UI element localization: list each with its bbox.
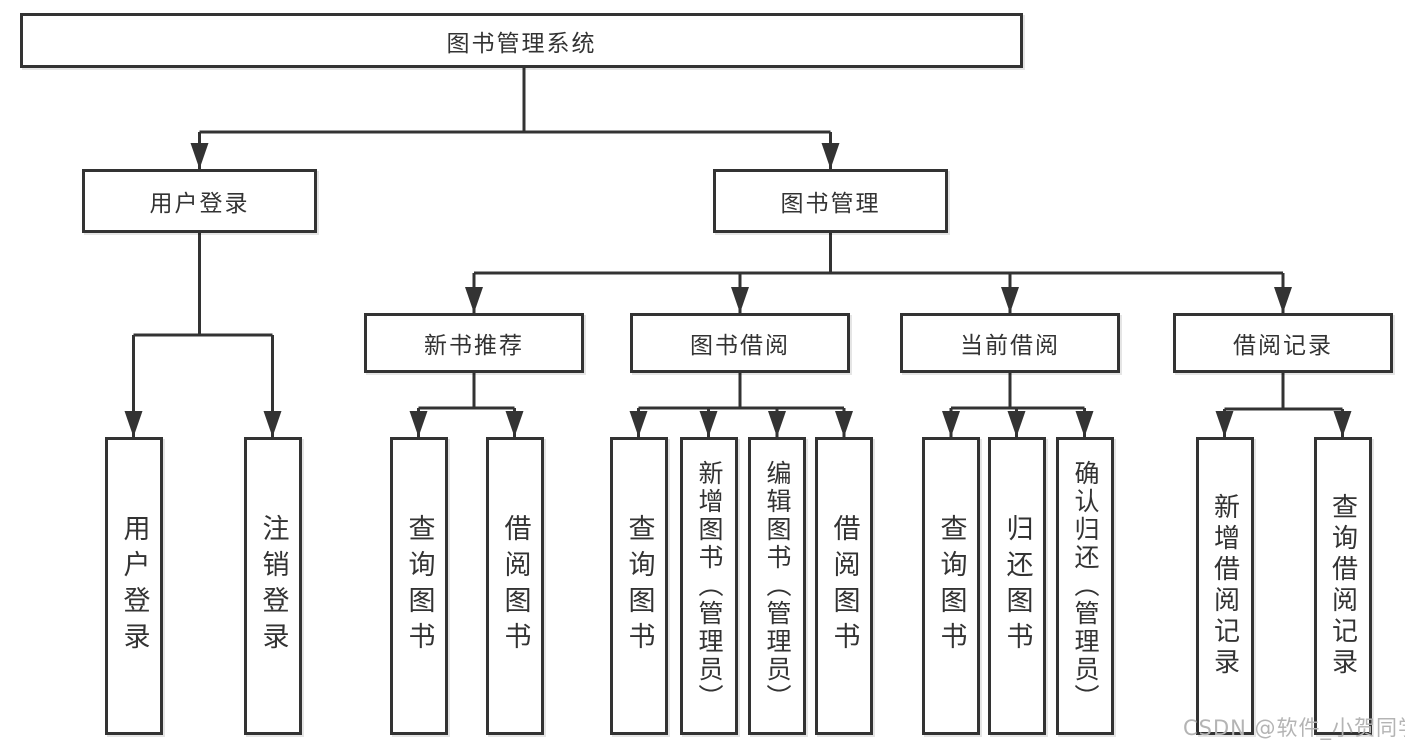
- node-borrow-records: 借阅记录: [1173, 313, 1393, 373]
- leaf-label: 确认归还（管理员）: [1071, 460, 1100, 712]
- node-book-management: 图书管理: [713, 169, 948, 233]
- arrow-down-icon: [1075, 411, 1094, 437]
- arrow-down-icon: [409, 411, 428, 437]
- node-book-borrow: 图书借阅: [630, 313, 850, 373]
- arrow-down-icon: [1215, 411, 1234, 437]
- arrowheads: [124, 143, 1352, 437]
- leaf-label: 查询图书: [623, 514, 655, 658]
- arrow-down-icon: [1274, 287, 1292, 313]
- node-label: 图书管理系统: [446, 30, 597, 57]
- leaf-query-book: 查询图书: [610, 437, 668, 735]
- node-label: 图书借阅: [690, 333, 790, 359]
- leaf-label: 借阅图书: [828, 514, 860, 658]
- arrow-down-icon: [768, 411, 786, 437]
- leaf-logout: 注销登录: [244, 437, 302, 735]
- leaf-label: 查询图书: [403, 514, 435, 658]
- node-label: 借阅记录: [1233, 333, 1333, 359]
- leaf-label: 查询图书: [935, 514, 967, 658]
- arrow-down-icon: [629, 411, 648, 437]
- leaf-label: 编辑图书（管理员）: [763, 460, 792, 712]
- leaf-borrow-book: 借阅图书: [815, 437, 873, 735]
- leaf-user-login: 用户登录: [105, 437, 163, 735]
- node-user-login: 用户登录: [82, 169, 317, 233]
- arrow-down-icon: [699, 411, 718, 437]
- leaf-query-book: 查询图书: [922, 437, 980, 735]
- leaf-borrow-book: 借阅图书: [486, 437, 544, 735]
- csdn-watermark: CSDN @软件_小贺同学: [1183, 716, 1405, 740]
- arrow-down-icon: [505, 411, 524, 437]
- leaf-label: 注销登录: [257, 514, 289, 658]
- leaf-add-borrow-record: 新增借阅记录: [1196, 437, 1254, 735]
- arrow-down-icon: [263, 411, 282, 437]
- arrow-down-icon: [190, 143, 209, 169]
- leaf-label: 新增借阅记录: [1209, 493, 1240, 679]
- arrow-down-icon: [465, 287, 483, 313]
- leaf-edit-book-admin: 编辑图书（管理员）: [748, 437, 806, 735]
- node-label: 用户登录: [149, 191, 250, 217]
- leaf-return-book: 归还图书: [988, 437, 1046, 735]
- leaf-add-book-admin: 新增图书（管理员）: [680, 437, 738, 735]
- arrow-down-icon: [124, 411, 143, 437]
- leaf-query-borrow-record: 查询借阅记录: [1314, 437, 1372, 735]
- node-label: 当前借阅: [960, 333, 1060, 359]
- arrow-down-icon: [1001, 287, 1019, 313]
- leaf-confirm-return-admin: 确认归还（管理员）: [1056, 437, 1114, 735]
- leaf-query-book: 查询图书: [390, 437, 448, 735]
- node-library-management-system: 图书管理系统: [20, 13, 1023, 68]
- arrow-down-icon: [835, 411, 853, 437]
- arrow-down-icon: [731, 287, 749, 313]
- node-label: 新书推荐: [424, 333, 524, 359]
- connector-paths: [132, 68, 1344, 437]
- arrow-down-icon: [821, 143, 840, 169]
- arrow-down-icon: [1333, 411, 1352, 437]
- node-label: 图书管理: [780, 191, 881, 217]
- node-new-book-recommend: 新书推荐: [364, 313, 584, 373]
- leaf-label: 借阅图书: [499, 514, 531, 658]
- arrow-down-icon: [1007, 411, 1026, 437]
- leaf-label: 查询借阅记录: [1327, 493, 1358, 679]
- leaf-label: 用户登录: [118, 514, 150, 658]
- leaf-label: 新增图书（管理员）: [695, 460, 724, 712]
- leaf-label: 归还图书: [1001, 514, 1033, 658]
- arrow-down-icon: [942, 411, 960, 437]
- node-current-borrow: 当前借阅: [900, 313, 1120, 373]
